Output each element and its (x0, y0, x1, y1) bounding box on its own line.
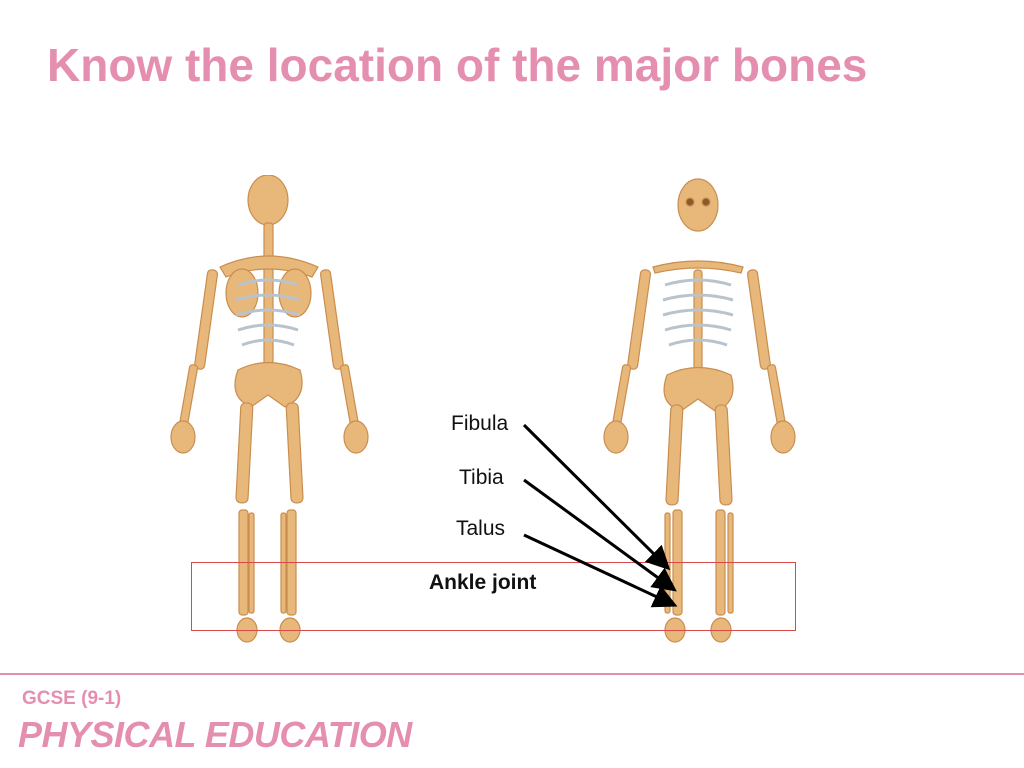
ankle-joint-highlight-box (191, 562, 796, 631)
fibula-label: Fibula (451, 412, 509, 435)
talus-label: Talus (456, 517, 506, 540)
tibia-label: Tibia (459, 466, 504, 489)
footer-divider (0, 673, 1024, 675)
skeleton-front-icon (603, 178, 796, 643)
page-title: Know the location of the major bones (47, 39, 868, 91)
ankle-joint-label: Ankle joint (429, 571, 537, 594)
footer-course-level: GCSE (9-1) (22, 688, 122, 709)
footer-course-name: PHYSICAL EDUCATION (18, 714, 412, 755)
